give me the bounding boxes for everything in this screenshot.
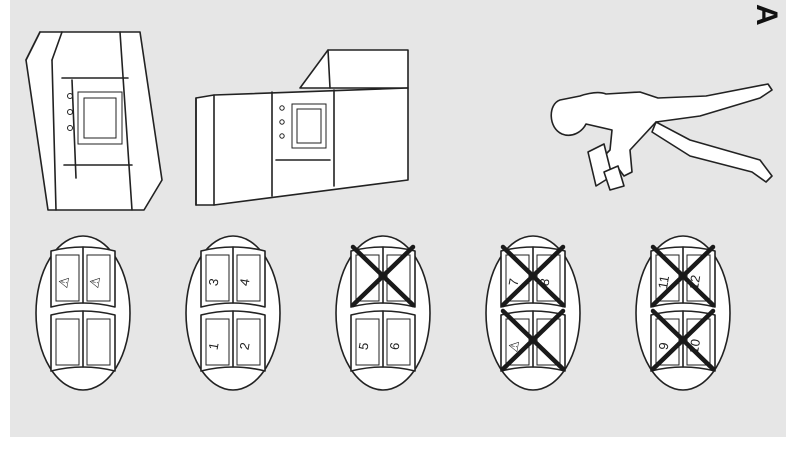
booklet-spread-top: ⚠⚠ — [51, 247, 115, 307]
booklet-spread-bottom: ⚠ — [501, 311, 565, 371]
booklet-spread-top — [351, 247, 415, 307]
booklet-spread-bottom — [51, 311, 115, 371]
tall-cabinet-illustration — [26, 32, 162, 210]
booklet-1: ⚠⚠ — [36, 236, 130, 390]
corner-label: A — [750, 4, 783, 26]
